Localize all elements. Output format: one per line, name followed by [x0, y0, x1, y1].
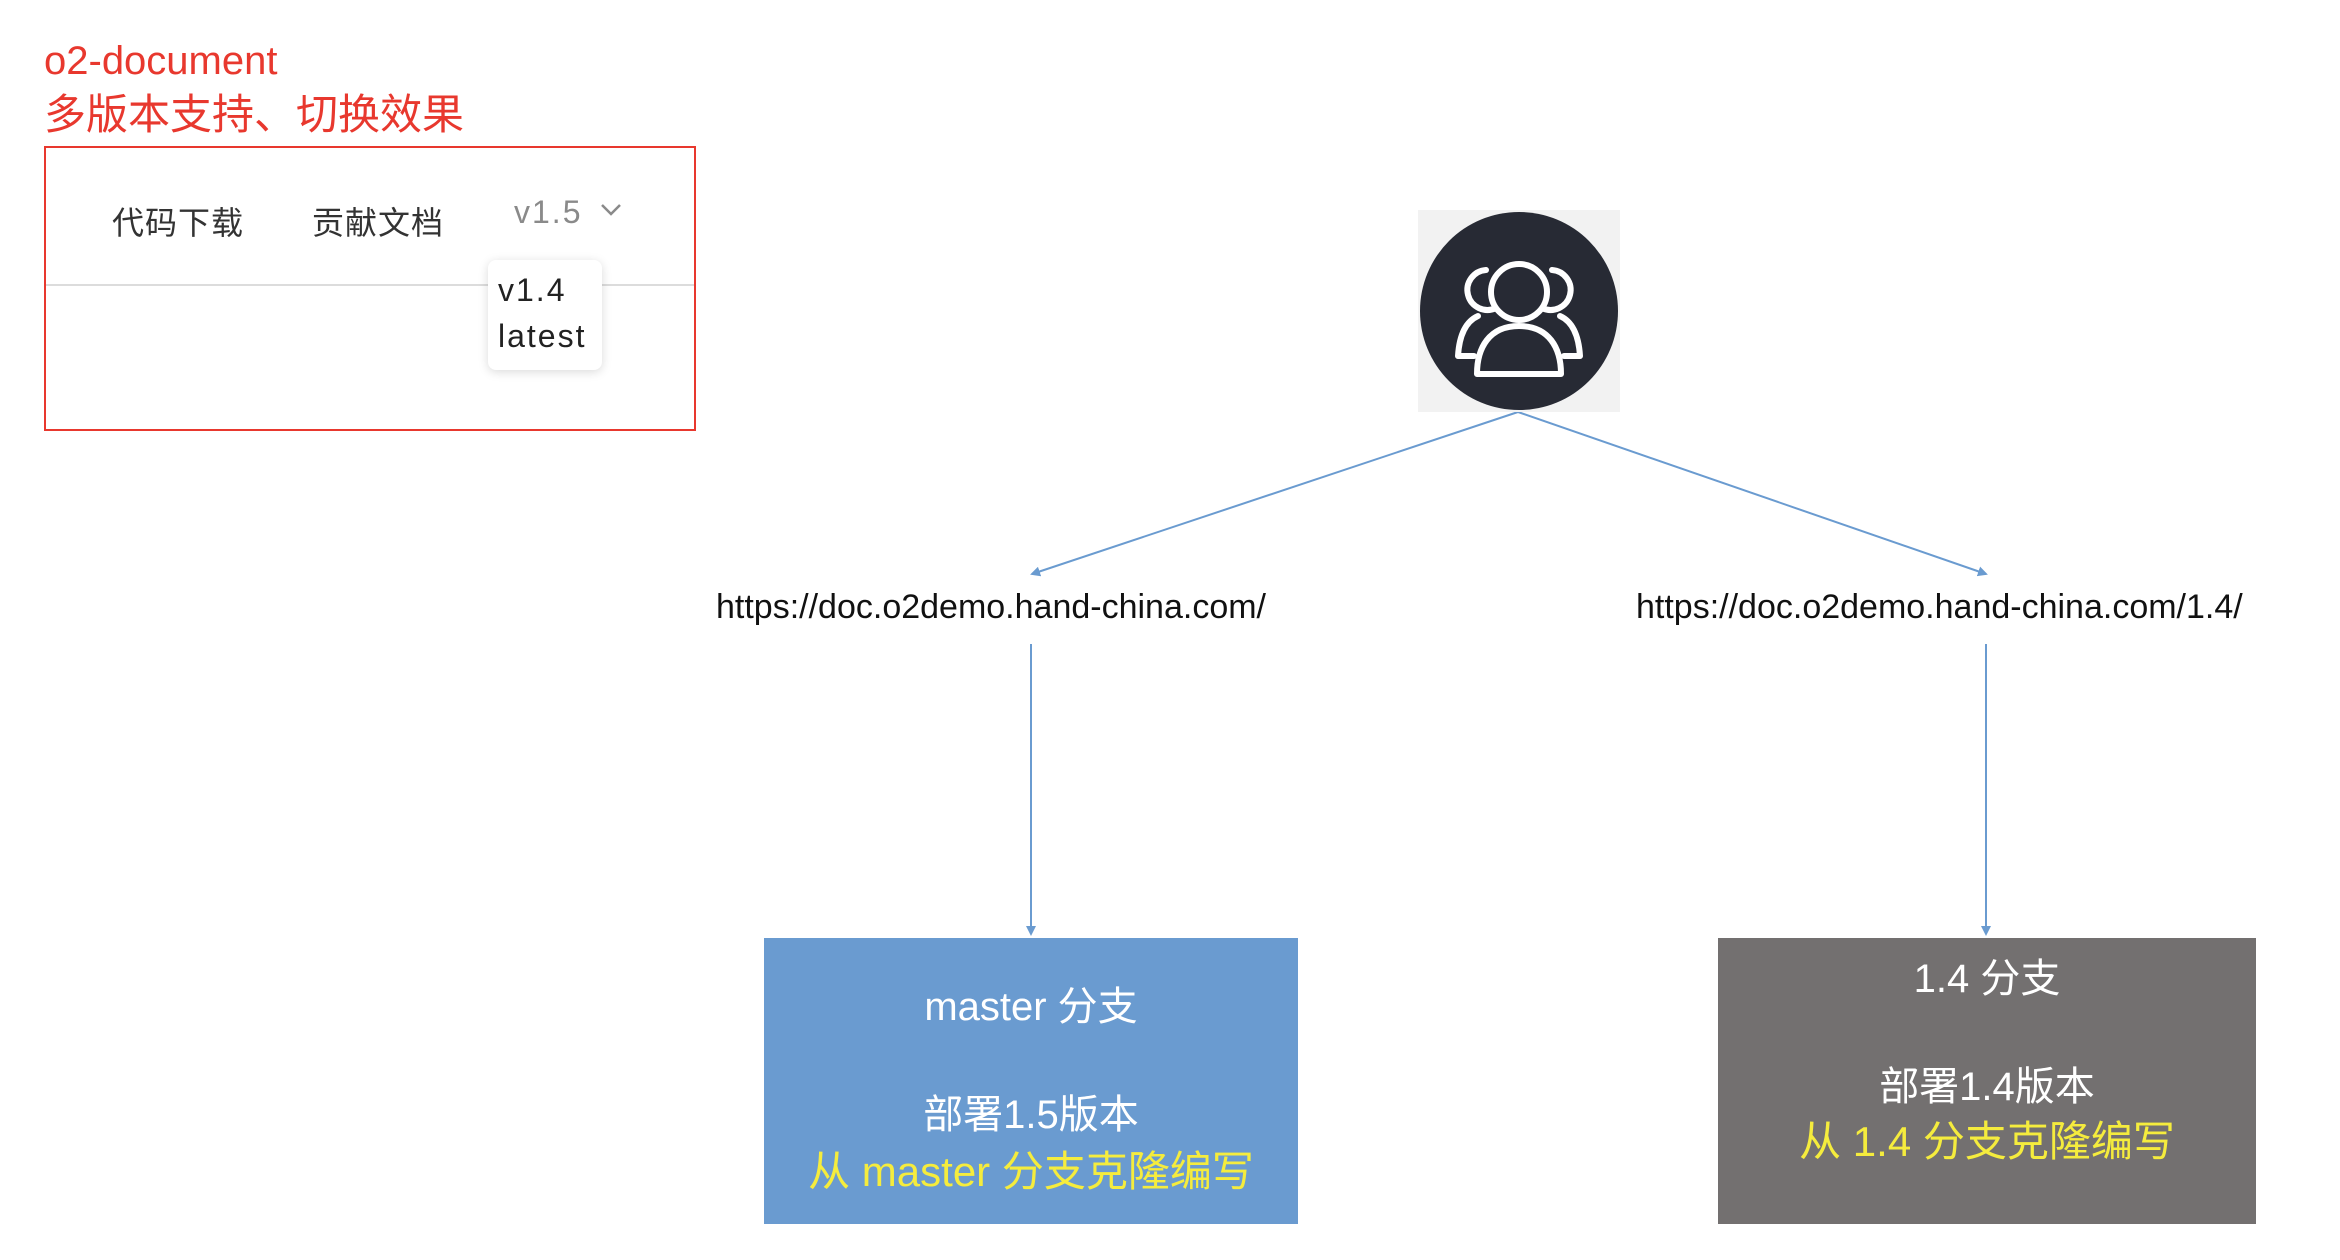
v14-branch-title: 1.4 分支	[1913, 957, 2061, 1001]
version-option[interactable]: latest	[498, 318, 587, 354]
url-v14[interactable]: https://doc.o2demo.hand-china.com/1.4/	[1636, 588, 2243, 626]
chevron-down-icon	[600, 203, 622, 222]
v14-branch-box: 1.4 分支 部署1.4版本 从 1.4 分支克隆编写	[1718, 938, 2256, 1224]
version-selected-label: v1.5	[514, 194, 583, 230]
master-branch-title: master 分支	[924, 985, 1138, 1029]
master-branch-note: 从 master 分支克隆编写	[808, 1148, 1254, 1195]
caption-subtitle: 多版本支持、切换效果	[44, 91, 465, 138]
version-dropdown-menu: v1.4 latest	[488, 260, 602, 370]
nav-item-contribute-docs[interactable]: 贡献文档	[312, 205, 445, 241]
users-icon-container	[1418, 210, 1620, 412]
header-divider	[46, 284, 694, 286]
master-branch-box: master 分支 部署1.5版本 从 master 分支克隆编写	[764, 938, 1298, 1224]
nav-item-download[interactable]: 代码下载	[112, 205, 245, 241]
caption-title: o2-document	[44, 39, 278, 83]
arrow-to-right-url	[1517, 411, 1988, 577]
version-select[interactable]: v1.5	[514, 194, 622, 231]
url-latest[interactable]: https://doc.o2demo.hand-china.com/	[716, 588, 1266, 626]
version-switcher-mockup: 代码下载 贡献文档 v1.5 v1.4 latest	[44, 146, 696, 431]
users-group-icon	[1420, 212, 1618, 410]
v14-branch-note: 从 1.4 分支克隆编写	[1799, 1118, 2175, 1165]
version-option[interactable]: v1.4	[498, 272, 567, 308]
master-branch-deploy: 部署1.5版本	[923, 1093, 1139, 1137]
arrow-to-left-url	[1030, 411, 1519, 577]
v14-branch-deploy: 部署1.4版本	[1879, 1065, 2095, 1109]
